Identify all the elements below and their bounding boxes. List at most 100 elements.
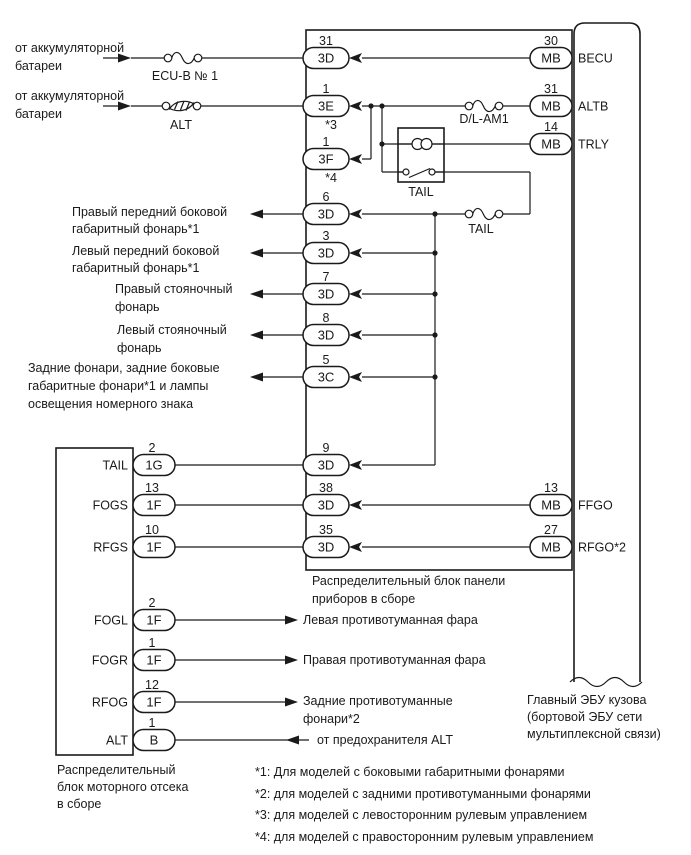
pin-number: 1 bbox=[149, 636, 156, 650]
engine-pin-name: FOGR bbox=[92, 654, 128, 668]
fuse-dl-am1-icon bbox=[464, 99, 504, 113]
pin-number: 5 bbox=[323, 353, 330, 367]
output-label-line: Левый стояночный bbox=[117, 323, 227, 337]
fuse-label: ECU-B № 1 bbox=[152, 69, 218, 83]
block-caption: в сборе bbox=[57, 797, 101, 811]
pin-number: 2 bbox=[149, 441, 156, 455]
power-source-label: батареи bbox=[15, 59, 62, 73]
arrow-right-icon bbox=[285, 615, 298, 625]
connector-code: 1G bbox=[145, 458, 162, 473]
connector-code: 3D bbox=[318, 458, 335, 473]
connector-code: MB bbox=[541, 137, 561, 152]
connector-note: *3 bbox=[325, 118, 337, 132]
connector-code: 3F bbox=[318, 152, 333, 167]
wire-segments bbox=[103, 57, 531, 741]
output-label-line: габаритный фонарь*1 bbox=[72, 261, 199, 275]
block-caption: Распределительный блок панели bbox=[312, 574, 505, 588]
pin-number: 31 bbox=[319, 34, 333, 48]
fuse-ecu-b-icon bbox=[163, 51, 203, 65]
output-label-line: Задние противотуманные bbox=[303, 694, 453, 708]
pin-number: 12 bbox=[145, 678, 159, 692]
relay-blade bbox=[408, 167, 431, 179]
connector-code: 1F bbox=[146, 695, 161, 710]
input-label-line: от предохранителя ALT bbox=[317, 733, 453, 747]
block-caption: приборов в сборе bbox=[312, 592, 415, 606]
pin-number: 1 bbox=[323, 82, 330, 96]
connector-code: 3D bbox=[318, 328, 335, 343]
pin-number: 2 bbox=[149, 596, 156, 610]
output-label-line: фонарь bbox=[117, 341, 162, 355]
power-source-label: от аккумуляторной bbox=[15, 41, 124, 55]
arrow-left-icon bbox=[250, 372, 263, 382]
block-caption: (бортовой ЭБУ сети bbox=[527, 710, 642, 724]
engine-pin-name: FOGS bbox=[93, 499, 128, 513]
ecu-break-line bbox=[569, 676, 643, 688]
block-caption: блок моторного отсека bbox=[57, 780, 188, 794]
pin-number: 35 bbox=[319, 523, 333, 537]
pin-number: 38 bbox=[319, 481, 333, 495]
arrow-right-icon bbox=[118, 53, 131, 63]
connector-code: MB bbox=[541, 498, 561, 513]
power-source-label: батареи bbox=[15, 107, 62, 121]
engine-pin-name: ALT bbox=[106, 734, 128, 748]
connector-code: 3D bbox=[318, 540, 335, 555]
output-label-line: Правый стояночный bbox=[115, 282, 233, 296]
output-label-line: фонари*2 bbox=[303, 712, 360, 726]
output-label-line: габаритный фонарь*1 bbox=[72, 222, 199, 236]
output-label-line: Правый передний боковой bbox=[72, 205, 227, 219]
output-label-line: Левый передний боковой bbox=[72, 244, 219, 258]
connector-code: MB bbox=[541, 51, 561, 66]
pin-number: 14 bbox=[544, 120, 558, 134]
arrow-right-icon bbox=[285, 655, 298, 665]
engine-pin-name: FOGL bbox=[94, 614, 128, 628]
footnote: *1: Для моделей с боковыми габаритными ф… bbox=[255, 765, 565, 779]
flow-arrowheads bbox=[118, 53, 299, 745]
engine-pin-name: TAIL bbox=[103, 459, 129, 473]
connector-code: MB bbox=[541, 99, 561, 114]
connector-code: 1F bbox=[146, 540, 161, 555]
connector-code: 3D bbox=[318, 207, 335, 222]
relay-contact bbox=[402, 168, 410, 176]
output-label-line: фонарь bbox=[115, 300, 160, 314]
pin-number: 9 bbox=[323, 441, 330, 455]
pin-number: 13 bbox=[544, 481, 558, 495]
fuse-label: D/L-AM1 bbox=[459, 112, 508, 126]
pin-number: 31 bbox=[544, 82, 558, 96]
pin-number: 8 bbox=[323, 311, 330, 325]
pin-number: 10 bbox=[145, 523, 159, 537]
power-source-label: от аккумуляторной bbox=[15, 89, 124, 103]
fuse-label: ALT bbox=[170, 118, 192, 132]
footnote: *3: для моделей с левосторонним рулевым … bbox=[255, 808, 587, 822]
ecu-pin-name: BECU bbox=[578, 52, 613, 66]
tail-relay-icon bbox=[397, 127, 445, 183]
connector-code: 3D bbox=[318, 287, 335, 302]
connector-arrowheads bbox=[349, 53, 362, 552]
arrow-left-icon bbox=[250, 209, 263, 219]
output-label-line: Правая противотуманная фара bbox=[303, 653, 486, 667]
fuse-tail-icon bbox=[464, 207, 504, 221]
footnote: *2: для моделей с задними противотуманны… bbox=[255, 787, 591, 801]
main-body-ecu-block bbox=[573, 22, 641, 682]
connector-code: B bbox=[150, 733, 159, 748]
output-label-line: габаритные фонари*1 и лампы bbox=[28, 379, 208, 393]
connector-code: 1F bbox=[146, 498, 161, 513]
fuse-label: TAIL bbox=[468, 222, 494, 236]
output-label-line: Левая противотуманная фара bbox=[303, 613, 478, 627]
fusible-link-alt-icon bbox=[161, 100, 202, 112]
relay-label: TAIL bbox=[408, 185, 434, 199]
pin-number: 6 bbox=[323, 190, 330, 204]
arrow-left-icon bbox=[286, 735, 299, 745]
engine-pin-name: RFGS bbox=[93, 541, 128, 555]
pin-number: 1 bbox=[149, 716, 156, 730]
relay-coil bbox=[420, 137, 433, 151]
connector-code: 1F bbox=[146, 613, 161, 628]
junction-dots bbox=[368, 103, 438, 380]
labels: от аккумуляторной батареи ECU-B № 1 от а… bbox=[15, 41, 661, 844]
pin-number: 1 bbox=[323, 135, 330, 149]
engine-pin-name: RFOG bbox=[92, 696, 128, 710]
arrow-right-icon bbox=[285, 697, 298, 707]
